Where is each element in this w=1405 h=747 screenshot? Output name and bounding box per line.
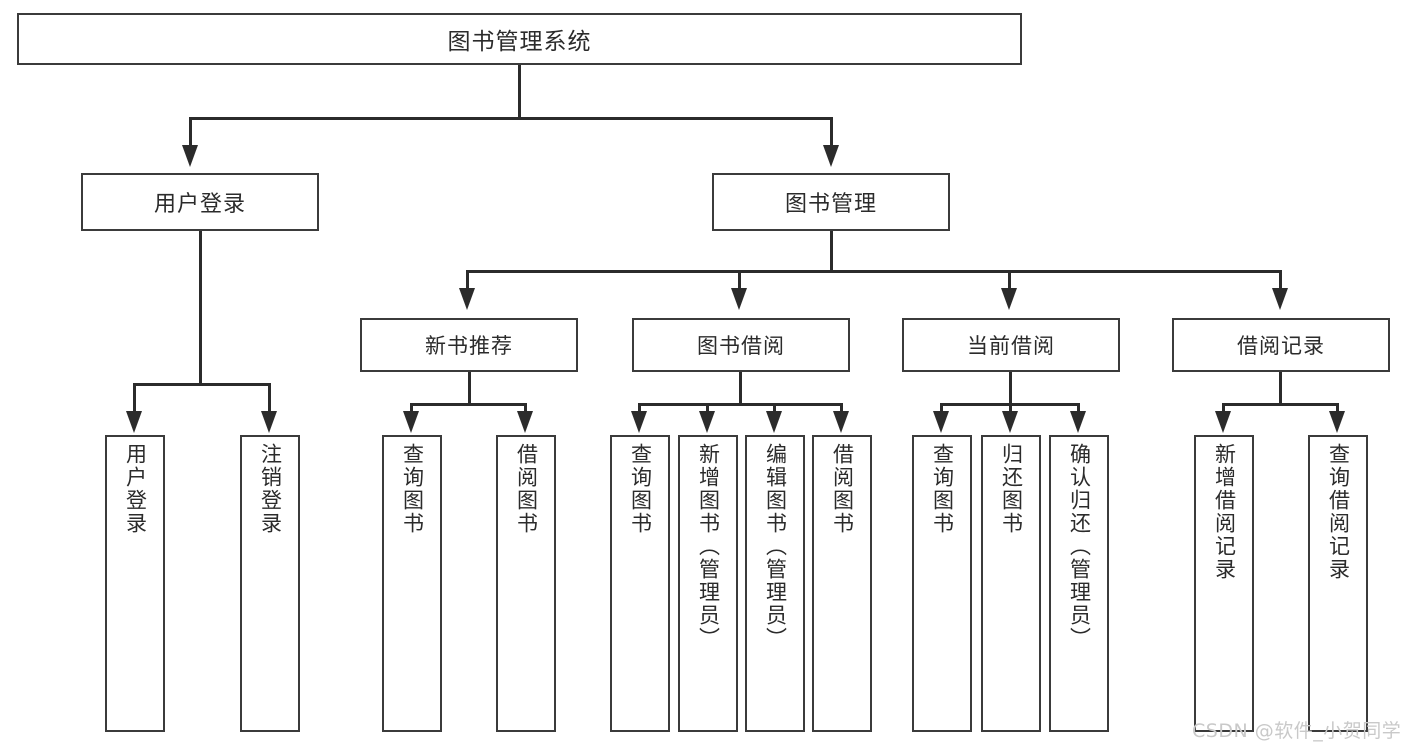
edge-cb-drop-2 (1009, 403, 1012, 413)
node-label: 查询图书 (628, 443, 653, 535)
node-label: 当前借阅 (967, 334, 1055, 358)
arrowhead-cb-leaf-2 (1002, 411, 1018, 433)
edge-user-login-drop-2 (268, 383, 271, 413)
node-leaf-borrow-book-recommend[interactable]: 借阅图书 (496, 435, 556, 732)
node-label: 图书管理 (784, 192, 877, 217)
node-label: 确认归还（管理员） (1067, 443, 1092, 650)
node-new-book-recommend[interactable]: 新书推荐 (360, 318, 578, 372)
arrowhead-new-book-recommend (459, 288, 475, 310)
edge-borrow-record-stem (1279, 372, 1282, 403)
arrowhead-nbr-leaf-2 (517, 411, 533, 433)
edge-user-login-bus (133, 383, 270, 386)
edge-current-borrow-stem (1009, 372, 1012, 403)
edge-user-login-drop-1 (133, 383, 136, 413)
node-label: 新增图书（管理员） (696, 443, 721, 650)
node-label: 编辑图书（管理员） (763, 443, 788, 650)
node-label: 注销登录 (258, 443, 283, 535)
node-label: 用户登录 (123, 443, 148, 535)
node-label: 查询图书 (400, 443, 425, 535)
arrowhead-leaf-user-login (126, 411, 142, 433)
node-leaf-logout[interactable]: 注销登录 (240, 435, 300, 732)
node-label: 新书推荐 (425, 334, 513, 358)
arrowhead-nbr-leaf-1 (403, 411, 419, 433)
node-label: 图书管理系统 (447, 29, 592, 55)
node-label: 图书借阅 (697, 334, 785, 358)
edge-cb-drop-1 (940, 403, 943, 413)
node-current-borrow[interactable]: 当前借阅 (902, 318, 1120, 372)
edge-bb-drop-1 (638, 403, 641, 413)
node-leaf-query-book-borrow[interactable]: 查询图书 (610, 435, 670, 732)
edge-book-management-drop-3 (1008, 270, 1011, 290)
arrowhead-bb-leaf-1 (631, 411, 647, 433)
arrowhead-current-borrow (1001, 288, 1017, 310)
node-leaf-add-borrow-record[interactable]: 新增借阅记录 (1194, 435, 1254, 732)
arrowhead-bb-leaf-2 (699, 411, 715, 433)
node-leaf-confirm-return-admin[interactable]: 确认归还（管理员） (1049, 435, 1109, 732)
node-leaf-return-book[interactable]: 归还图书 (981, 435, 1041, 732)
arrowhead-book-borrow (731, 288, 747, 310)
arrowhead-br-leaf-1 (1215, 411, 1231, 433)
arrowhead-cb-leaf-3 (1070, 411, 1086, 433)
node-root-system[interactable]: 图书管理系统 (17, 13, 1022, 65)
watermark-text: CSDN @软件_小贺同学 (1192, 720, 1402, 742)
node-leaf-edit-book-admin[interactable]: 编辑图书（管理员） (745, 435, 805, 732)
arrowhead-bb-leaf-3 (766, 411, 782, 433)
edge-root-stem (518, 65, 521, 117)
node-leaf-add-book-admin[interactable]: 新增图书（管理员） (678, 435, 738, 732)
node-leaf-query-borrow-record[interactable]: 查询借阅记录 (1308, 435, 1368, 732)
edge-book-management-bus (466, 270, 1282, 273)
edge-new-book-recommend-stem (468, 372, 471, 403)
edge-book-borrow-bus (638, 403, 843, 406)
edge-user-login-stem (199, 231, 202, 383)
edge-cb-drop-3 (1077, 403, 1080, 413)
node-label: 借阅图书 (514, 443, 539, 535)
node-leaf-borrow-book[interactable]: 借阅图书 (812, 435, 872, 732)
node-book-management[interactable]: 图书管理 (712, 173, 950, 231)
edge-book-management-drop-2 (738, 270, 741, 290)
node-label: 用户登录 (153, 192, 246, 217)
node-label: 查询借阅记录 (1326, 443, 1351, 581)
edge-nbr-drop-1 (410, 403, 413, 413)
arrowhead-bb-leaf-4 (833, 411, 849, 433)
arrowhead-cb-leaf-1 (933, 411, 949, 433)
edge-book-management-stem (830, 231, 833, 270)
node-label: 查询图书 (930, 443, 955, 535)
edge-book-management-drop-1 (466, 270, 469, 290)
node-label: 新增借阅记录 (1212, 443, 1237, 581)
edge-nbr-drop-2 (524, 403, 527, 413)
edge-bb-drop-2 (706, 403, 709, 413)
arrowhead-leaf-logout (261, 411, 277, 433)
node-leaf-user-login[interactable]: 用户登录 (105, 435, 165, 732)
edge-root-drop-left (189, 117, 192, 147)
edge-br-drop-2 (1336, 403, 1339, 413)
edge-borrow-record-bus (1222, 403, 1339, 406)
arrowhead-br-leaf-2 (1329, 411, 1345, 433)
edge-br-drop-1 (1222, 403, 1225, 413)
edge-bb-drop-4 (840, 403, 843, 413)
edge-new-book-recommend-bus (410, 403, 527, 406)
node-leaf-query-book-current[interactable]: 查询图书 (912, 435, 972, 732)
edge-book-management-drop-4 (1279, 270, 1282, 290)
edge-root-bus (189, 117, 833, 120)
arrowhead-user-login (182, 145, 198, 167)
node-label: 借阅记录 (1237, 334, 1325, 358)
node-borrow-record[interactable]: 借阅记录 (1172, 318, 1390, 372)
node-label: 归还图书 (999, 443, 1024, 535)
node-book-borrow[interactable]: 图书借阅 (632, 318, 850, 372)
node-leaf-query-book-recommend[interactable]: 查询图书 (382, 435, 442, 732)
edge-book-borrow-stem (739, 372, 742, 403)
node-user-login[interactable]: 用户登录 (81, 173, 319, 231)
edge-root-drop-right (830, 117, 833, 147)
node-label: 借阅图书 (830, 443, 855, 535)
edge-bb-drop-3 (773, 403, 776, 413)
arrowhead-borrow-record (1272, 288, 1288, 310)
arrowhead-book-manage (823, 145, 839, 167)
